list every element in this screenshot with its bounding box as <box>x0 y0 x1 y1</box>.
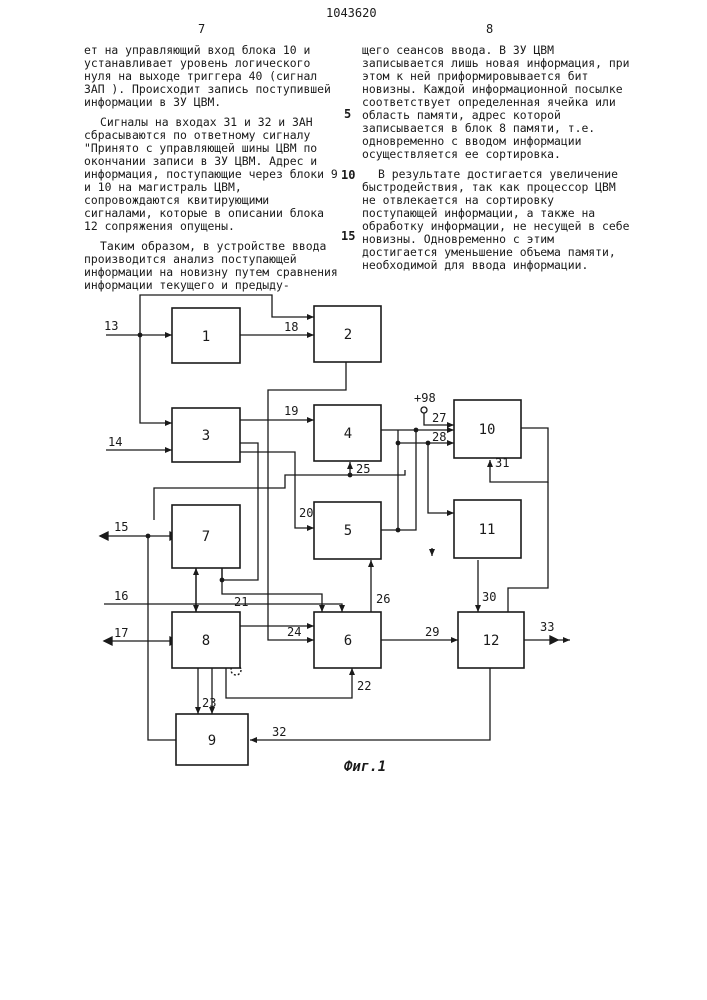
line-label: 14 <box>108 435 122 449</box>
line-label: 28 <box>432 430 446 444</box>
line-label: 15 <box>114 520 128 534</box>
line-label: 31 <box>495 456 509 470</box>
junction-dot <box>396 528 401 533</box>
line-label: 33 <box>540 620 554 634</box>
block-label: 10 <box>479 422 496 438</box>
block-label: 8 <box>202 633 210 649</box>
junction-dot <box>396 441 401 446</box>
junction-dot <box>146 534 151 539</box>
block-label: 9 <box>208 733 216 749</box>
line-label: 29 <box>425 625 439 639</box>
line-label: 23 <box>202 696 216 710</box>
line-label: 17 <box>114 626 128 640</box>
connection-line <box>428 443 454 513</box>
bus-arrow <box>100 532 108 540</box>
bus-arrow <box>550 636 558 644</box>
line-label: 18 <box>284 320 298 334</box>
block-label: 7 <box>202 529 210 545</box>
junction-dot <box>414 428 419 433</box>
line-label: 26 <box>376 592 390 606</box>
line-label: 30 <box>482 590 496 604</box>
block-label: 2 <box>344 327 352 343</box>
line-label: 19 <box>284 404 298 418</box>
figure-caption: Фиг.1 <box>344 759 386 775</box>
line-label: 21 <box>234 595 248 609</box>
connection-line <box>268 362 346 640</box>
block-label: 1 <box>202 329 210 345</box>
supply-terminal <box>421 407 427 413</box>
junction-dot <box>348 473 353 478</box>
block-label: 12 <box>483 633 500 649</box>
block-label: 11 <box>479 522 496 538</box>
block-label: 6 <box>344 633 352 649</box>
line-label: 32 <box>272 725 286 739</box>
bus-arrow <box>104 637 112 645</box>
line-label: 25 <box>356 462 370 476</box>
line-label: 27 <box>432 411 446 425</box>
line-label: 16 <box>114 589 128 603</box>
line-label: 22 <box>357 679 371 693</box>
line-label: 13 <box>104 319 118 333</box>
line-label: 24 <box>287 625 301 639</box>
block-label: 4 <box>344 426 352 442</box>
connection-line <box>226 668 352 698</box>
junction-dot <box>138 333 143 338</box>
junction-dot <box>426 441 431 446</box>
block-label: 3 <box>202 428 210 444</box>
junction-dot <box>220 578 225 583</box>
block-label: 5 <box>344 523 352 539</box>
connection-line <box>104 604 342 612</box>
line-label: 20 <box>299 506 313 520</box>
supply-label: +98 <box>414 391 436 405</box>
connection-line <box>140 335 172 423</box>
